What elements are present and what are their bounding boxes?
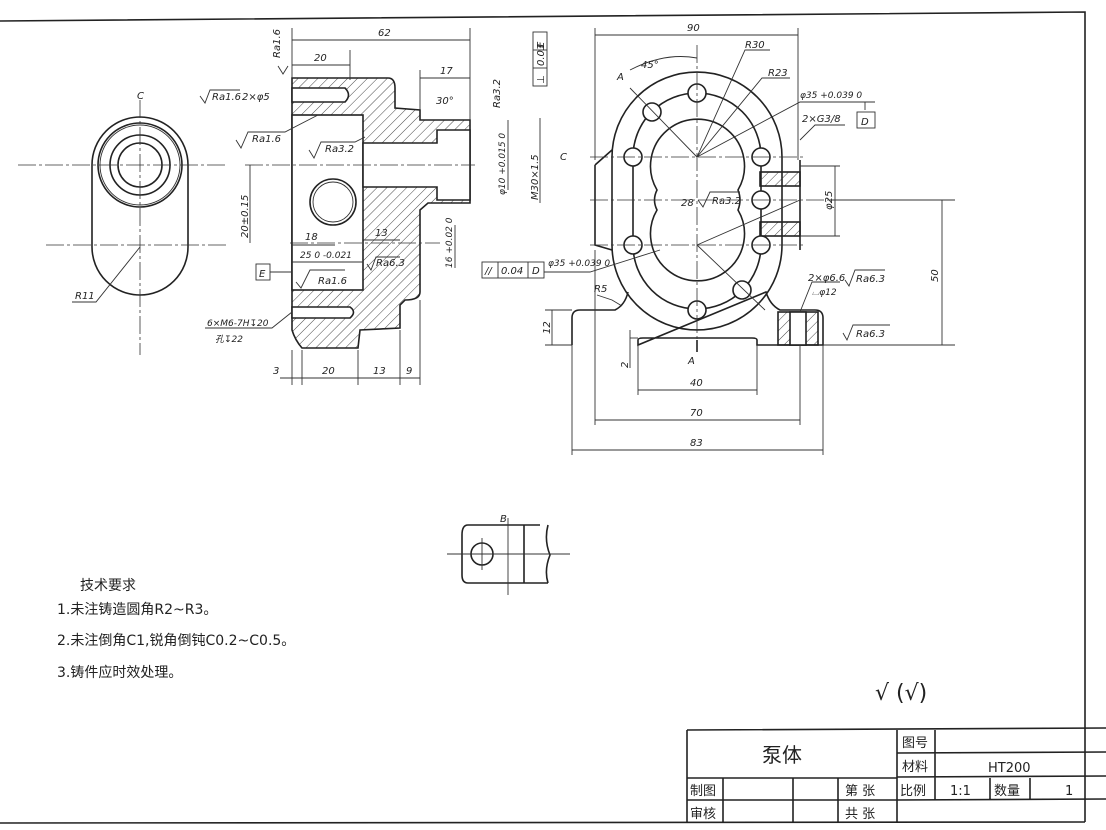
bottom-dim-4: 9 — [406, 366, 412, 377]
dim-boss-length: 17 — [440, 66, 453, 77]
drawing-no-label: 图号 — [902, 736, 928, 751]
part-name: 泵体 — [762, 743, 802, 767]
c-marker: C — [560, 152, 567, 163]
ra-base: Ra6.3 — [856, 329, 885, 340]
ra-inner: Ra3.2 — [325, 144, 354, 155]
svg-text:E: E — [536, 41, 547, 48]
dim-13a: 13 — [375, 228, 388, 239]
title-block: 泵体 图号 材料 HT200 制图 审核 第 张 共 张 比例 1:1 数量 1 — [686, 727, 1106, 822]
dim-height: 50 — [930, 269, 941, 282]
dim-flange-length: 20 — [314, 53, 327, 64]
radius-label: R11 — [75, 291, 95, 302]
datum-d-box — [856, 111, 876, 129]
ra-boss: Ra3.2 — [492, 79, 503, 108]
bolt-holes — [623, 83, 771, 320]
bore-dia: φ10 +0.015 0 — [498, 133, 508, 195]
checked-by-label: 审核 — [690, 807, 716, 822]
detail-view-b: B — [447, 514, 570, 595]
bore-bottom: φ35 +0.039 0 — [548, 259, 610, 269]
material-label: 材料 — [902, 760, 928, 775]
section-view: 62 20 Ra1.6 Ra1.6 2×φ5 Ra1.6 Ra3.2 17 30… — [199, 28, 567, 385]
counterbore: ⌴φ12 — [812, 288, 837, 298]
chamfer-angle: 30° — [436, 96, 454, 107]
svg-text:0.03: 0.03 — [536, 44, 547, 66]
section-a-marker: A — [616, 72, 624, 83]
perpendicularity-frame: ⊥ 0.03 E — [532, 31, 548, 87]
sheet-label: 第 张 — [845, 784, 875, 799]
svg-text:0.04: 0.04 — [501, 266, 523, 277]
center-height: 20±0.15 — [240, 195, 251, 238]
scale-label: 比例 — [900, 784, 926, 799]
mount-holes: 2×φ6.6 — [808, 273, 845, 284]
pin-holes: 2×φ5 — [242, 92, 270, 103]
port-dia: φ25 — [824, 191, 835, 210]
tech-item-2: 2.未注倒角C1,锐角倒钝C0.2~C0.5。 — [57, 633, 295, 649]
ra-bottom: Ra1.6 — [318, 276, 347, 287]
tech-item-3: 3.铸件应时效处理。 — [57, 664, 182, 681]
cavity-width: 25 0 -0.021 — [300, 251, 352, 261]
dim-16: 16 +0.02 0 — [445, 217, 455, 268]
datum-d: D — [861, 117, 869, 128]
ra-mount: Ra6.3 — [856, 274, 885, 285]
tech-item-1: 1.未注铸造圆角R2~R3。 — [57, 602, 217, 618]
dim-r5: R5 — [594, 284, 607, 295]
dim-r30: R30 — [745, 40, 765, 51]
quantity-value: 1 — [1065, 784, 1073, 799]
datum-e: E — [259, 269, 266, 280]
ra-top: Ra1.6 — [272, 29, 283, 58]
tech-heading: 技术要求 — [80, 578, 136, 594]
bottom-dim-1: 3 — [273, 366, 279, 377]
dim-angle: 45° — [641, 60, 659, 71]
svg-text:D: D — [532, 266, 540, 277]
dim-hole-spacing: 70 — [690, 408, 703, 419]
section-label-c: C — [137, 91, 144, 102]
scale-value: 1:1 — [950, 784, 971, 799]
general-roughness-note: √ (√) — [875, 681, 927, 706]
dim-overall-length: 62 — [378, 28, 391, 39]
ra-bore: Ra1.6 — [252, 134, 281, 145]
parallelism-frame: // 0.04 D — [481, 261, 545, 279]
bottom-dim-3: 13 — [373, 366, 386, 377]
detail-label: B — [500, 514, 507, 525]
dim-recess-width: 40 — [690, 378, 703, 389]
tapped-holes-depth: 孔↧22 — [215, 334, 243, 345]
ra-gear: Ra3.2 — [712, 196, 741, 207]
dim-base-width: 83 — [690, 438, 703, 449]
drawing-frame — [0, 11, 1086, 824]
material-value: HT200 — [988, 761, 1031, 776]
quantity-label: 数量 — [994, 784, 1020, 799]
left-view: C R11 — [18, 91, 228, 355]
dim-width: 90 — [687, 23, 700, 34]
bore-top: φ35 +0.039 0 — [800, 91, 862, 101]
ra-cavity: Ra6.3 — [376, 258, 405, 269]
drawn-by-label: 制图 — [690, 784, 716, 799]
tapped-holes: 6×M6-7H↧20 — [207, 319, 269, 329]
port-spec: 2×G3/8 — [802, 114, 841, 125]
tech-requirements: 技术要求 1.未注铸造圆角R2~R3。 2.未注倒角C1,锐角倒钝C0.2~C0… — [57, 578, 295, 681]
svg-text:⊥: ⊥ — [536, 75, 547, 84]
view-a-label: A — [687, 356, 695, 367]
dim-base-height: 12 — [542, 321, 553, 334]
bottom-dim-2: 20 — [322, 366, 335, 377]
dim-recess-depth: 2 — [620, 362, 631, 368]
ra-hole: Ra1.6 — [212, 92, 241, 103]
total-sheets-label: 共 张 — [845, 807, 875, 822]
front-view: 90 45° A R30 R23 φ35 +0.039 0 D 2×G3/8 2… — [481, 23, 955, 455]
dim-18: 18 — [305, 232, 318, 243]
thread-spec: M30×1.5 — [530, 154, 541, 200]
dim-r23: R23 — [768, 68, 788, 79]
dim-gear-center: 28 — [681, 198, 694, 209]
svg-text://: // — [484, 266, 493, 277]
